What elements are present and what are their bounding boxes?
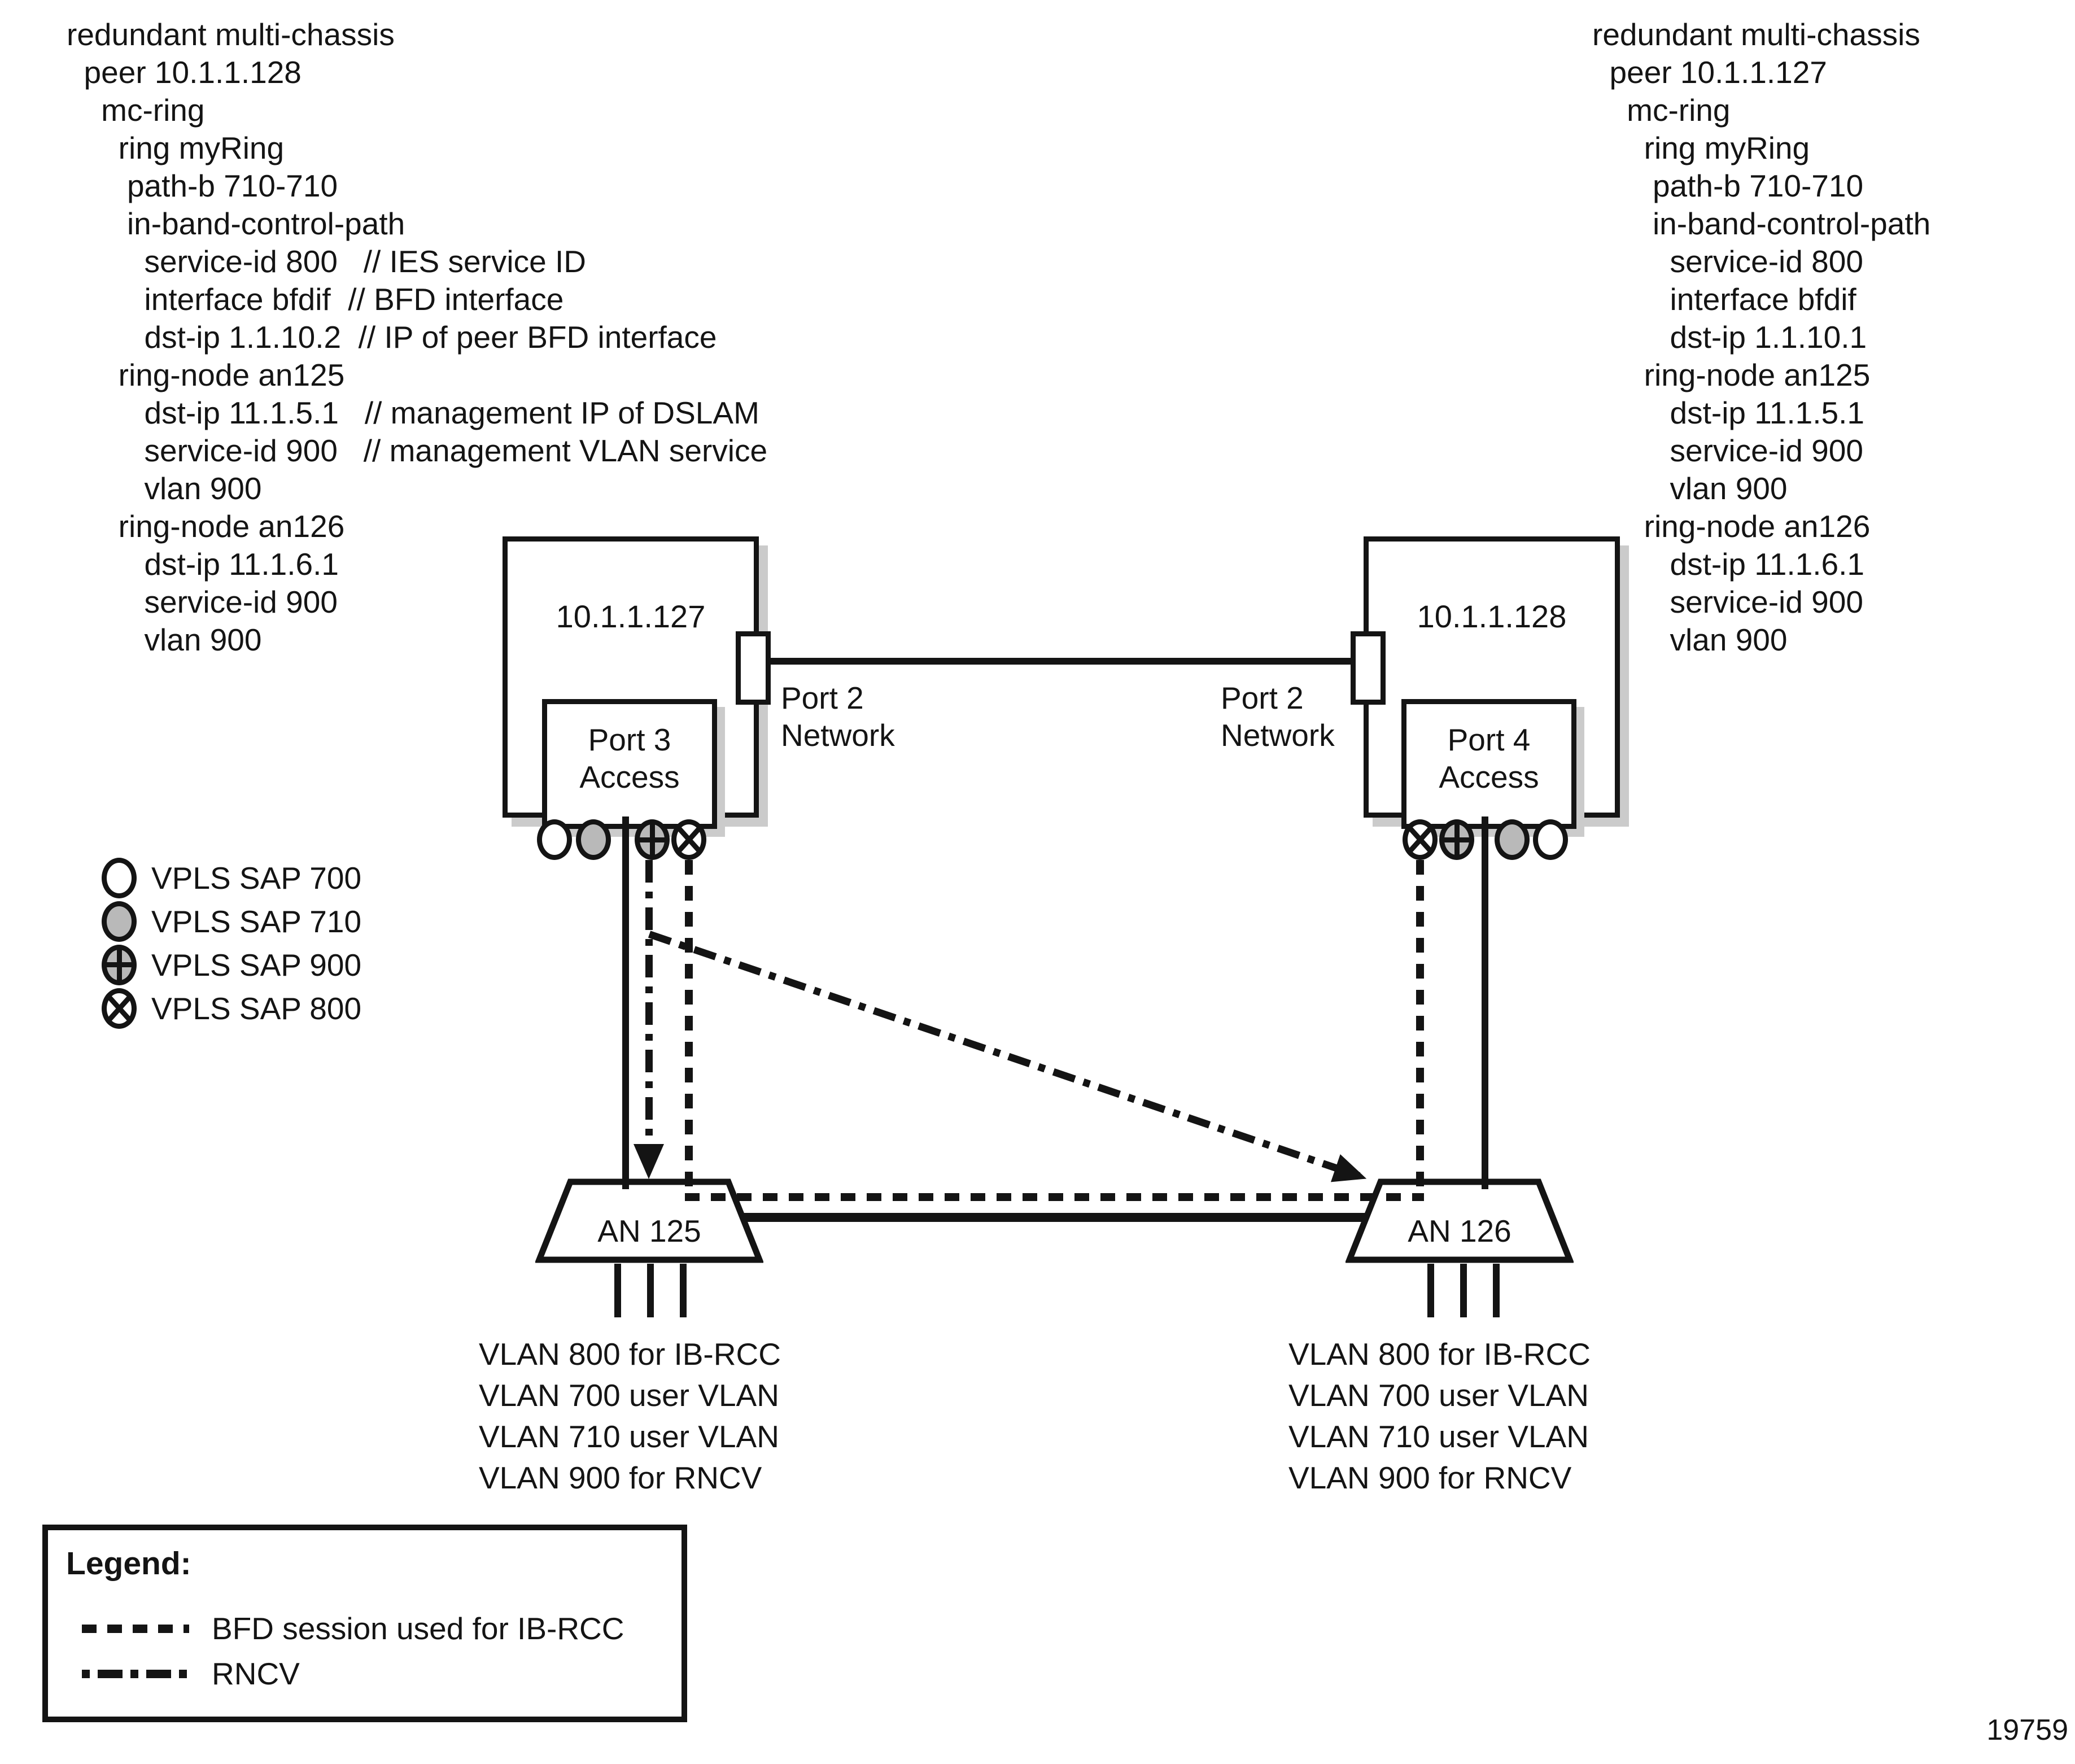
subscriber-line [614,1264,621,1317]
vlan-list-left: VLAN 800 for IB-RCC VLAN 700 user VLAN VLA… [479,1334,781,1499]
router-left-ip: 10.1.1.127 [556,599,706,634]
vpls-sap-circle-icon [102,988,137,1029]
access-port-label-line1: Port 4 [1447,722,1531,757]
an-to-an-link-line [742,1213,1368,1222]
vpls-sap-circle-icon [102,944,137,985]
access-node-left-shape [535,1178,763,1263]
access-node-left-label: AN 125 [597,1213,701,1248]
sap-legend-label: VPLS SAP 700 [151,860,362,896]
network-port-connector-right [1351,631,1386,705]
sap-legend-label: VPLS SAP 710 [151,903,362,939]
vpls-sap-circle-icon [1533,819,1568,860]
vpls-sap-circle-icon [102,857,137,898]
vlan-list-item: VLAN 700 user VLAN [479,1378,779,1413]
subscriber-line [1427,1264,1434,1317]
vlan-list-item: VLAN 710 user VLAN [479,1419,779,1454]
access-port-label-line2: Access [579,759,680,794]
legend-row-label: RNCV [212,1656,300,1691]
vpls-sap-circle-icon [1439,819,1474,860]
legend-line-sample-icon [82,1624,189,1633]
port-label-line1: Port 2 [781,680,864,715]
legend-row-label: BFD session used for IB-RCC [212,1611,624,1646]
figure-number: 19759 [1986,1714,2068,1746]
legend-row: BFD session used for IB-RCC [82,1610,624,1647]
sap-legend-row: VPLS SAP 900 [102,943,361,986]
rncv-line-left [645,860,653,1145]
rncv-line-diagonal [648,931,1371,1193]
legend-row: RNCV [82,1656,300,1692]
line-legend-box: Legend: BFD session used for IB-RCC RNCV [42,1525,687,1722]
vlan-list-item: VLAN 710 user VLAN [1288,1419,1589,1454]
config-block-left: redundant multi-chassis peer 10.1.1.128 … [67,17,768,657]
network-port-label-right: Port 2 Network [1221,679,1335,754]
subscriber-line [1493,1264,1500,1317]
access-node-right-label: AN 126 [1408,1213,1512,1248]
sap-legend-label: VPLS SAP 800 [151,990,362,1026]
access-port-right-box: Port 4 Access [1401,699,1576,829]
vlan-list-item: VLAN 900 for RNCV [479,1460,762,1495]
sap-legend-row: VPLS SAP 800 [102,986,361,1030]
port-label-line2: Network [781,718,895,753]
rncv-arrow-down-icon [634,1144,664,1179]
legend-line-sample-icon [82,1669,189,1678]
vlan-list-item: VLAN 700 user VLAN [1288,1378,1589,1413]
port-label-line2: Network [1221,718,1335,753]
vlan-list-item: VLAN 900 for RNCV [1288,1460,1572,1495]
vlan-list-right: VLAN 800 for IB-RCC VLAN 700 user VLAN VLA… [1288,1334,1591,1499]
subscriber-line [647,1264,654,1317]
vpls-sap-circle-icon [671,819,706,860]
sap-legend-row: VPLS SAP 700 [102,856,361,900]
vlan-list-item: VLAN 800 for IB-RCC [1288,1337,1591,1372]
vlan-list-item: VLAN 800 for IB-RCC [479,1337,781,1372]
access-port-label-line1: Port 3 [588,722,671,757]
vpls-sap-circle-icon [102,901,137,942]
network-link-line [762,658,1351,665]
user-vlan-line-right [1482,816,1488,1189]
vpls-sap-circle-icon [635,819,670,860]
router-right-ip: 10.1.1.128 [1417,599,1567,634]
sap-legend-row: VPLS SAP 710 [102,900,361,943]
access-port-left-box: Port 3 Access [542,699,717,829]
bfd-session-line-left [685,860,693,1199]
access-port-label-line2: Access [1439,759,1539,794]
network-port-connector-left [736,631,771,705]
bfd-session-line-right [1416,860,1424,1201]
vpls-sap-circle-icon [576,819,611,860]
sap-legend: VPLS SAP 700 VPLS SAP 710 VPLS SAP 900 V… [102,856,361,1030]
subscriber-line [1460,1264,1467,1317]
vpls-sap-circle-icon [537,819,572,860]
bfd-session-line-horizontal [685,1193,1424,1201]
vpls-sap-circle-icon [1403,819,1438,860]
subscriber-line [680,1264,687,1317]
vpls-sap-circle-icon [1495,819,1530,860]
legend-title: Legend: [66,1545,191,1582]
config-block-right: redundant multi-chassis peer 10.1.1.127 … [1592,17,1931,657]
sap-legend-label: VPLS SAP 900 [151,947,362,983]
port-label-line1: Port 2 [1221,680,1304,715]
user-vlan-line-left [622,816,629,1189]
network-port-label-left: Port 2 Network [781,679,895,754]
